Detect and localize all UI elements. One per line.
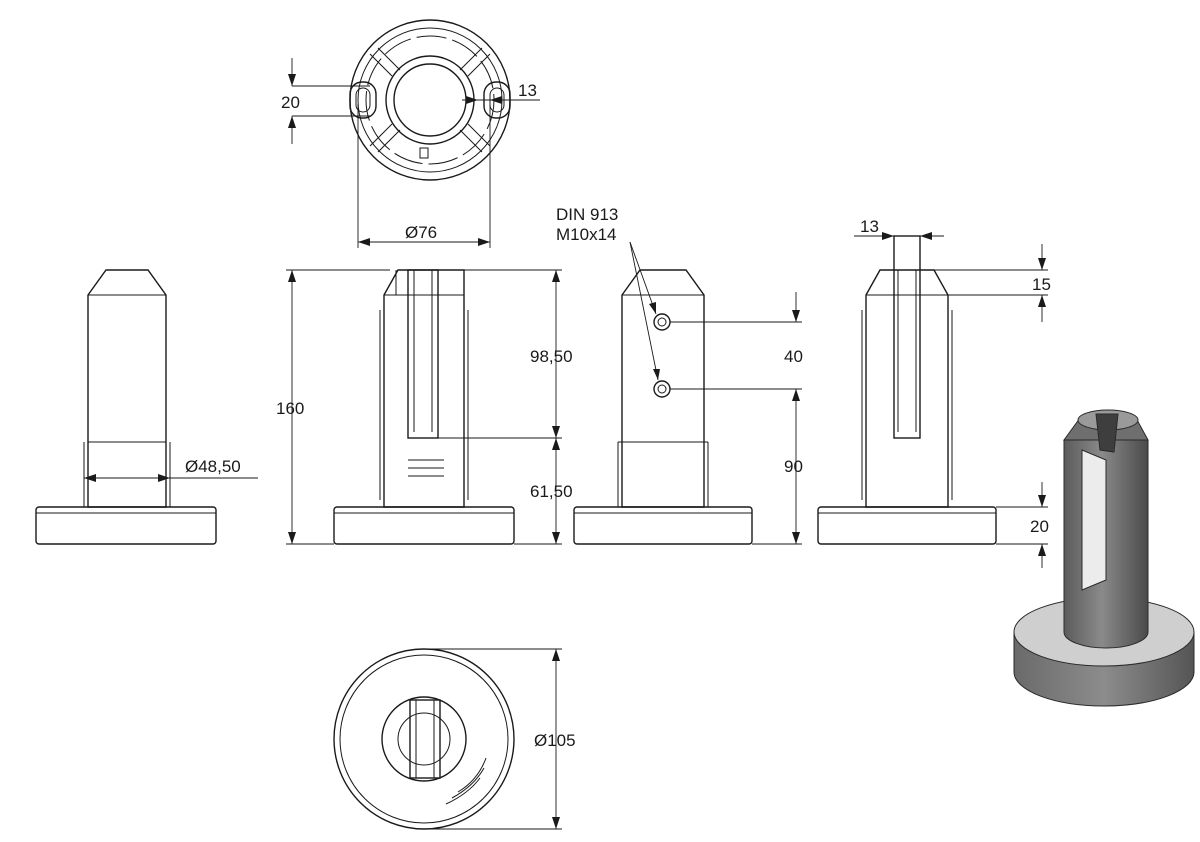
- dim-screw-height: 90: [784, 457, 803, 476]
- dim-side-top: 15: [1032, 275, 1051, 294]
- isometric-view: [1013, 409, 1195, 707]
- left-view: Ø48,50: [35, 269, 258, 545]
- side-view: 13 15 20: [817, 217, 1051, 568]
- dim-base-height: 20: [1030, 517, 1049, 536]
- dim-lower-height: 61,50: [530, 482, 573, 501]
- front-view: 160 98,50 61,50: [276, 269, 573, 545]
- screw-view: DIN 913 M10x14 40 90: [556, 205, 803, 545]
- dim-base-diameter-top: Ø76: [405, 223, 437, 242]
- callout-line1: DIN 913: [556, 205, 618, 224]
- dim-overall-height: 160: [276, 399, 304, 418]
- dim-slot-width: 13: [518, 81, 537, 100]
- dim-screw-spacing: 40: [784, 347, 803, 366]
- dim-slot-depth: 98,50: [530, 347, 573, 366]
- bottom-view: Ø105: [333, 648, 576, 830]
- top-view: 20 13 Ø76: [281, 19, 540, 248]
- dim-side-slot-width: 13: [860, 217, 879, 236]
- dim-base-diameter: Ø105: [534, 731, 576, 750]
- dim-tube-diameter: Ø48,50: [185, 457, 241, 476]
- callout-line2: M10x14: [556, 225, 616, 244]
- dim-slot-height: 20: [281, 93, 300, 112]
